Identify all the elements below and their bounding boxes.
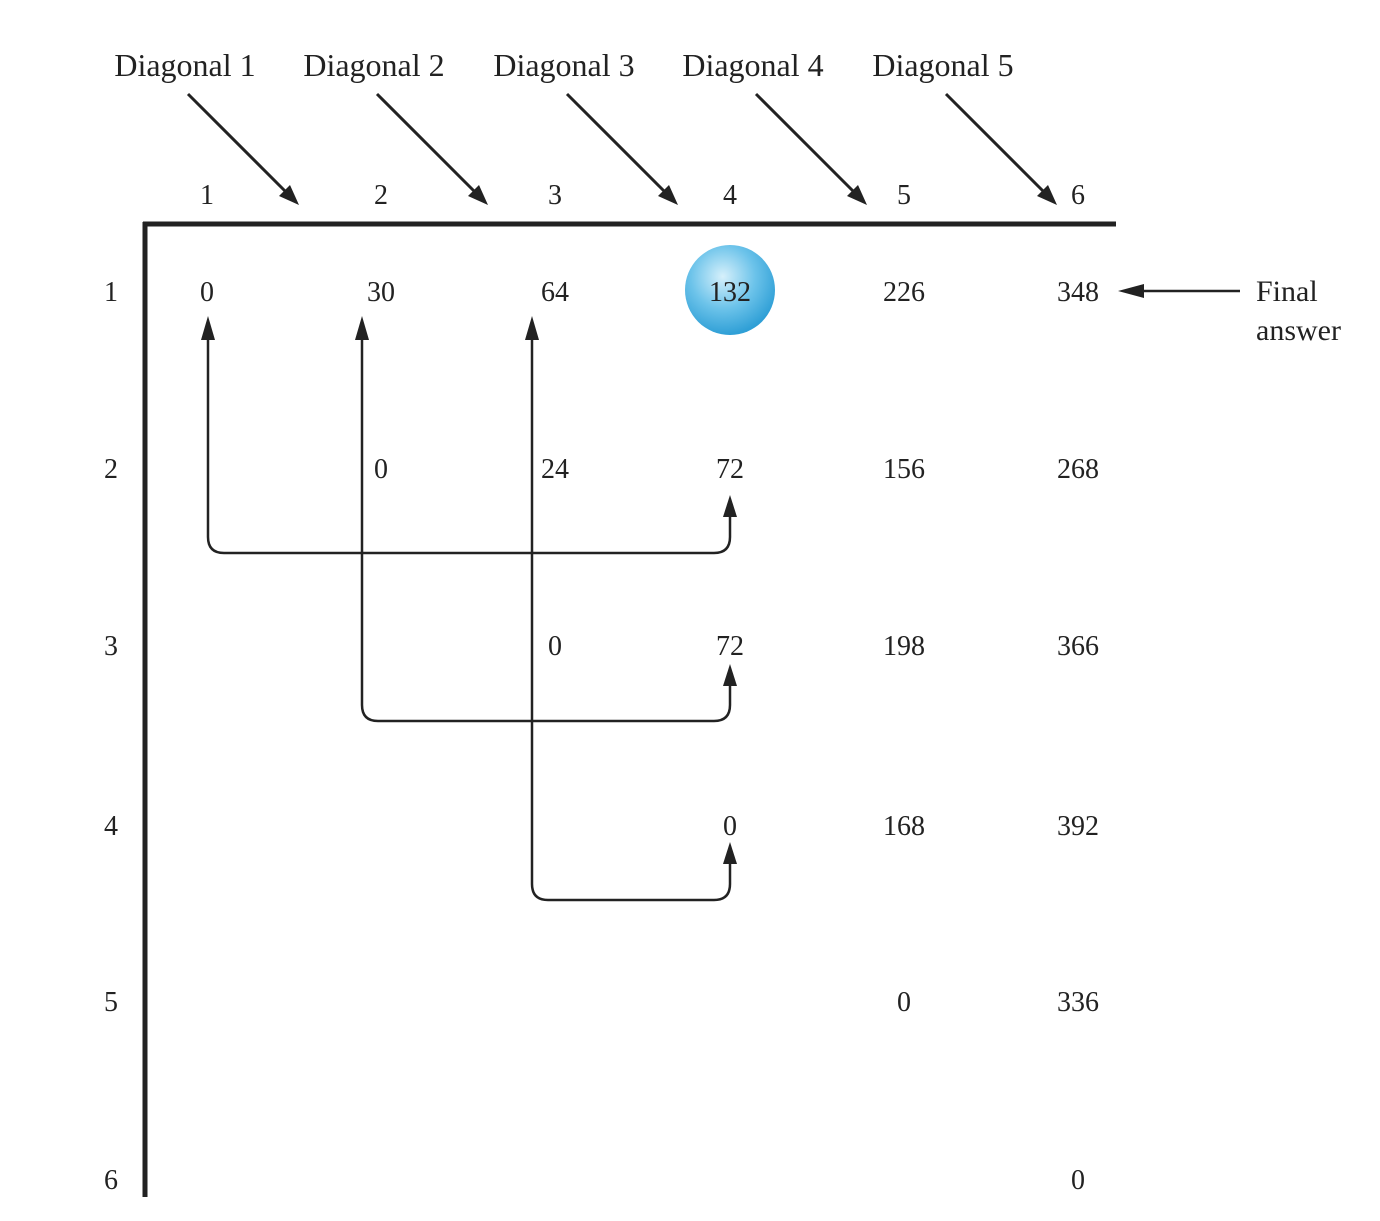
row-header-4: 4 (104, 811, 118, 842)
column-header-6: 6 (1071, 180, 1085, 211)
column-header-3: 3 (548, 180, 562, 211)
final-answer-label-line2: answer (1256, 314, 1341, 347)
cell-5-5: 0 (897, 987, 911, 1018)
cell-1-5: 226 (883, 277, 925, 308)
cell-3-5: 198 (883, 631, 925, 662)
highlight-bubble (685, 245, 775, 335)
cell-3-6: 366 (1057, 631, 1099, 662)
row-header-3: 3 (104, 631, 118, 662)
dependency-arrowheads (201, 316, 737, 864)
diagonal-arrow-2 (375, 92, 488, 205)
column-header-5: 5 (897, 180, 911, 211)
diagonal-arrow-5 (944, 92, 1057, 205)
final-answer-arrowhead (1118, 284, 1144, 298)
diagonal-arrow-3 (565, 92, 678, 205)
cell-1-2: 30 (367, 277, 395, 308)
arrowhead-up-col2 (355, 316, 369, 340)
arrowhead-up-row3 (723, 664, 737, 686)
table-axes (142, 221, 1116, 1197)
dependency-arrows (206, 338, 732, 902)
connector-row2 (206, 338, 732, 555)
diagonal-labels: Diagonal 1 Diagonal 2 Diagonal 3 Diagona… (114, 47, 1013, 83)
diagonal-label-4: Diagonal 4 (682, 47, 823, 83)
diagonal-label-2: Diagonal 2 (303, 47, 444, 83)
cell-2-5: 156 (883, 454, 925, 485)
final-answer-label-line1: Final (1256, 275, 1318, 308)
cell-6-6: 0 (1071, 1165, 1085, 1196)
cell-1-6: 348 (1057, 277, 1099, 308)
cell-3-3: 0 (548, 631, 562, 662)
diagonal-label-1: Diagonal 1 (114, 47, 255, 83)
arrowhead-up-row4 (723, 842, 737, 864)
column-header-2: 2 (374, 180, 388, 211)
diagonal-arrow-4 (754, 92, 867, 205)
cell-4-4: 0 (723, 811, 737, 842)
cell-2-2: 0 (374, 454, 388, 485)
connector-row4 (530, 338, 732, 902)
row-header-1: 1 (104, 277, 118, 308)
row-header-5: 5 (104, 987, 118, 1018)
cell-1-1: 0 (200, 277, 214, 308)
diagonal-label-5: Diagonal 5 (872, 47, 1013, 83)
diagonal-arrows (186, 92, 1057, 205)
row-headers: 1 2 3 4 5 6 (104, 277, 118, 1196)
column-header-4: 4 (723, 180, 737, 211)
cell-2-4: 72 (716, 454, 744, 485)
final-answer-annotation: Final answer (1118, 275, 1341, 347)
cell-3-4: 72 (716, 631, 744, 662)
column-header-1: 1 (200, 180, 214, 211)
diagonal-label-3: Diagonal 3 (493, 47, 634, 83)
cell-4-5: 168 (883, 811, 925, 842)
row-header-6: 6 (104, 1165, 118, 1196)
table-cells: 0 30 64 132 226 348 0 24 72 156 268 0 72… (200, 277, 1099, 1196)
row-header-2: 2 (104, 454, 118, 485)
arrowhead-up-col3 (525, 316, 539, 340)
cell-1-3: 64 (541, 277, 569, 308)
cell-5-6: 336 (1057, 987, 1099, 1018)
cell-2-6: 268 (1057, 454, 1099, 485)
diagonal-arrow-1 (186, 92, 299, 205)
connector-row3 (360, 338, 732, 723)
cell-4-6: 392 (1057, 811, 1099, 842)
arrowhead-up-col1 (201, 316, 215, 340)
arrowhead-up-row2 (723, 495, 737, 517)
cell-2-3: 24 (541, 454, 569, 485)
column-headers: 1 2 3 4 5 6 (200, 180, 1085, 211)
cell-1-4: 132 (709, 277, 751, 308)
